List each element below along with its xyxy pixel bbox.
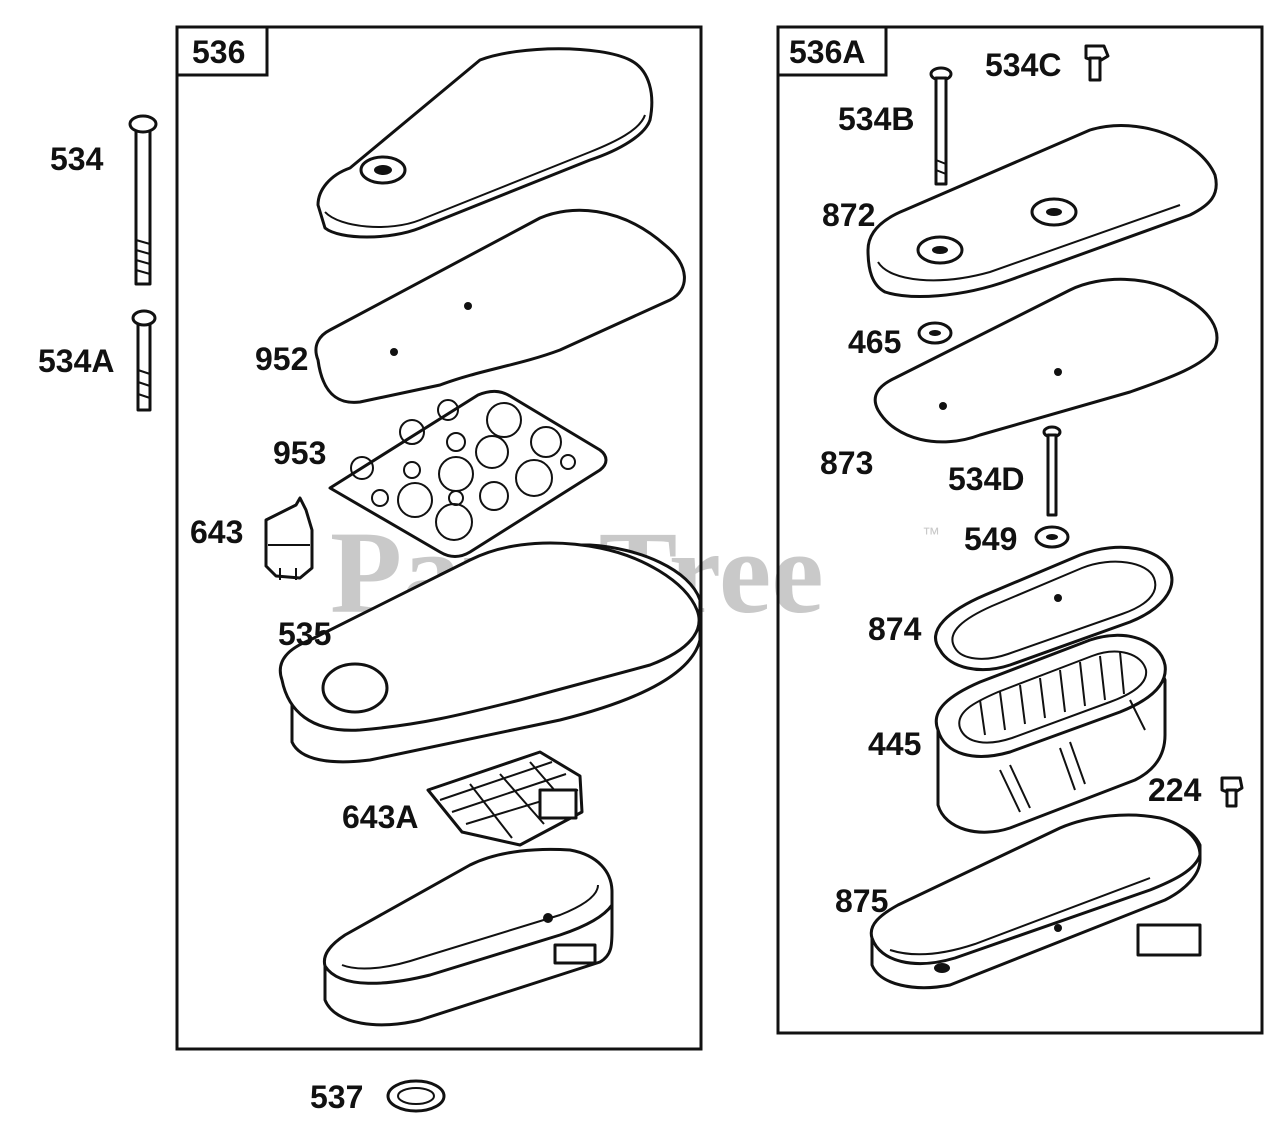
part-549-label[interactable]: 549 (964, 521, 1017, 557)
part-873-label[interactable]: 873 (820, 445, 873, 481)
washer-549-illustration[interactable] (1034, 525, 1070, 549)
part-534d-label[interactable]: 534D (948, 461, 1025, 497)
group-536-frame (175, 25, 703, 1051)
part-534c-label[interactable]: 534C (985, 47, 1062, 83)
group-536a-label: 536A (789, 34, 866, 70)
part-534-label[interactable]: 534 (50, 141, 104, 177)
part-643a-label[interactable]: 643A (342, 799, 419, 835)
group-536a-tag (776, 25, 888, 77)
part-875-label[interactable]: 875 (835, 883, 888, 919)
base-875-illustration[interactable] (869, 813, 1202, 990)
part-534b-label[interactable]: 534B (838, 101, 915, 137)
part-535-label[interactable]: 535 (278, 616, 331, 652)
pre-cleaner-535-illustration[interactable] (278, 541, 702, 764)
part-534a-label[interactable]: 534A (38, 343, 115, 379)
gasket-874-illustration[interactable] (934, 545, 1174, 672)
bolt-534a-illustration[interactable] (131, 309, 157, 412)
part-537-label[interactable]: 537 (310, 1079, 363, 1115)
air-cleaner-cover-536-illustration[interactable] (316, 47, 654, 239)
air-cleaner-base-illustration[interactable] (322, 847, 614, 1027)
part-643-label[interactable]: 643 (190, 514, 243, 550)
seal-ring-537-illustration[interactable] (386, 1079, 446, 1113)
bolt-534-illustration[interactable] (128, 114, 158, 286)
part-872-label[interactable]: 872 (822, 197, 875, 233)
screw-224-illustration[interactable] (1220, 776, 1244, 808)
cover-872-illustration[interactable] (866, 124, 1218, 298)
watermark-trademark: ™ (922, 524, 940, 544)
part-224-label[interactable]: 224 (1148, 772, 1202, 808)
screw-534c-illustration[interactable] (1084, 44, 1110, 82)
filter-screen-953-illustration[interactable] (328, 389, 608, 558)
group-536a-frame (776, 25, 1264, 1035)
bolt-534b-illustration[interactable] (929, 66, 953, 186)
washer-465-illustration[interactable] (917, 321, 953, 345)
clip-643-illustration[interactable] (264, 496, 314, 580)
bolt-534d-illustration[interactable] (1042, 425, 1062, 517)
gasket-952-illustration[interactable] (314, 208, 686, 404)
part-874-label[interactable]: 874 (868, 611, 922, 647)
gasket-873-illustration[interactable] (873, 277, 1219, 444)
part-953-label[interactable]: 953 (273, 435, 326, 471)
grid-643a-illustration[interactable] (426, 750, 584, 847)
part-445-label[interactable]: 445 (868, 726, 921, 762)
group-536-tag (175, 25, 269, 77)
part-465-label[interactable]: 465 (848, 324, 901, 360)
part-952-label[interactable]: 952 (255, 341, 308, 377)
group-536-label: 536 (192, 34, 245, 70)
filter-445-illustration[interactable] (934, 633, 1167, 834)
